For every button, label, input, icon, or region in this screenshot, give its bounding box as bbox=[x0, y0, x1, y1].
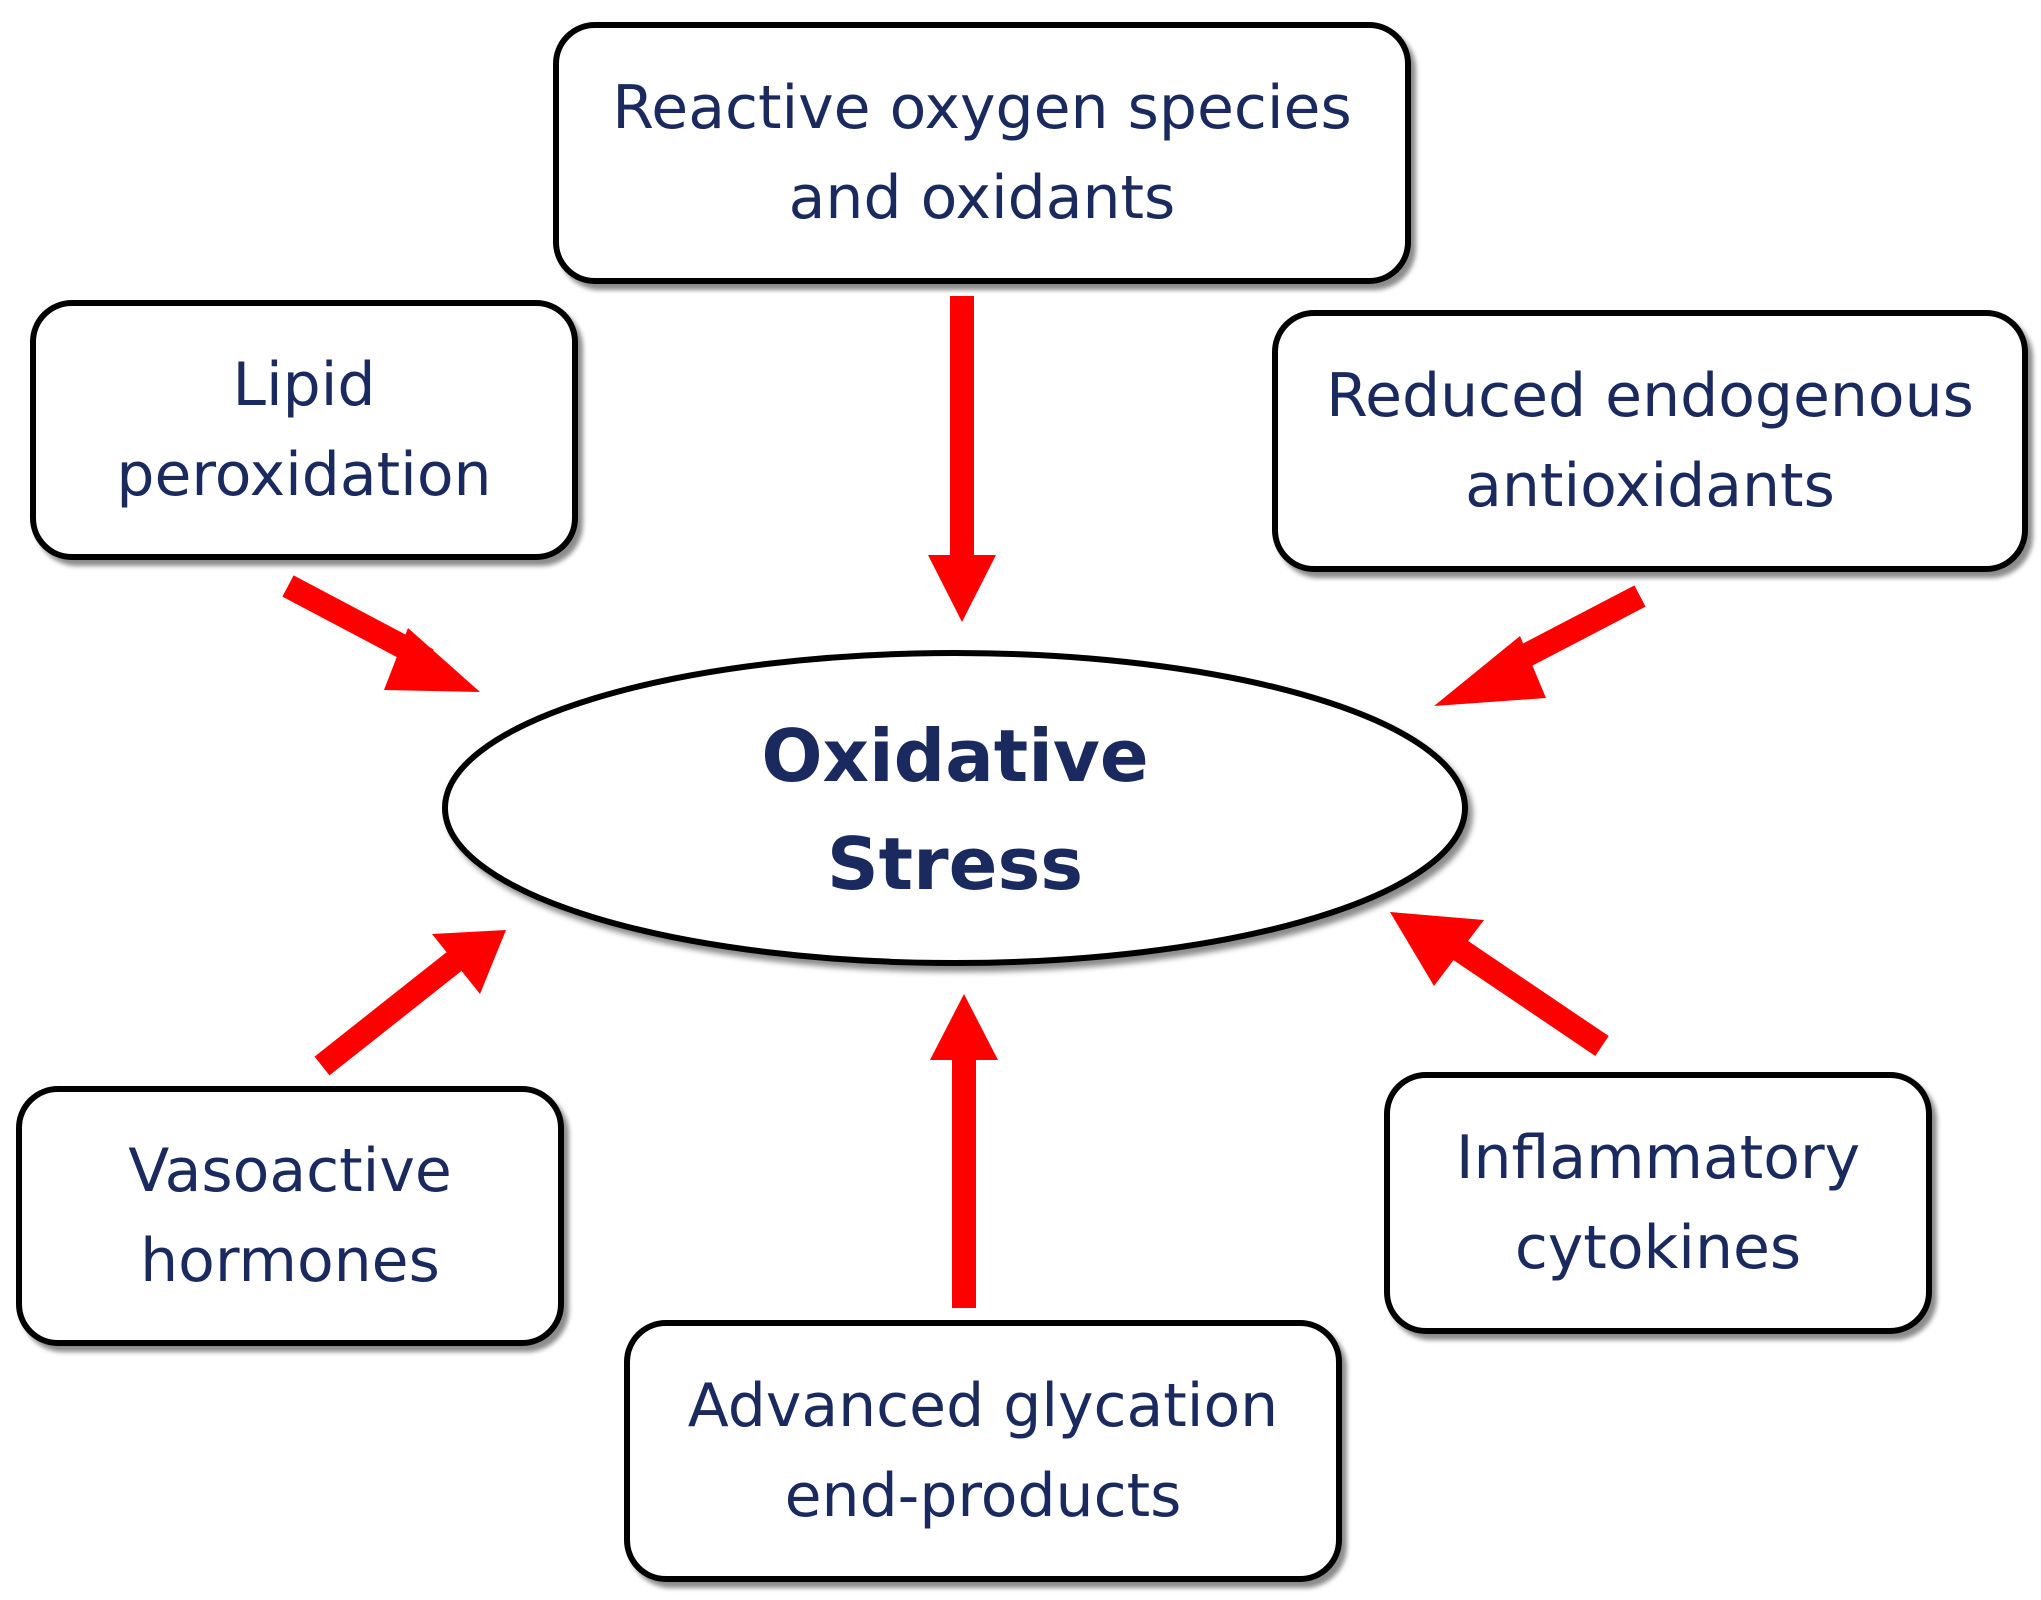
arrow-age-to-center bbox=[930, 994, 998, 1308]
center-label-line2: Stress bbox=[826, 822, 1084, 906]
node-reduced-endogenous-antioxidants: Reduced endogenous antioxidants bbox=[1272, 310, 2028, 572]
node-ros-line2: and oxidants bbox=[788, 163, 1176, 233]
arrow-vasoactive-to-center bbox=[314, 930, 506, 1076]
center-ellipse bbox=[442, 650, 1468, 966]
node-vasoactive-line2: hormones bbox=[140, 1226, 440, 1296]
arrow-antioxidants-to-center bbox=[1434, 585, 1646, 706]
node-antioxidants-line1: Reduced endogenous bbox=[1326, 361, 1974, 431]
center-label-oxidative-stress: Oxidative Stress bbox=[445, 660, 1465, 960]
center-label-line1: Oxidative bbox=[761, 714, 1149, 798]
node-advanced-glycation-end-products: Advanced glycation end-products bbox=[624, 1320, 1342, 1582]
node-inflammatory-cytokines: Inflammatory cytokines bbox=[1384, 1072, 1932, 1334]
arrow-lipid-to-center bbox=[282, 575, 480, 692]
node-ros-line1: Reactive oxygen species bbox=[612, 73, 1352, 143]
node-age-line2: end-products bbox=[784, 1461, 1182, 1531]
node-lipid-line1: Lipid bbox=[232, 350, 376, 420]
node-reactive-oxygen-species: Reactive oxygen species and oxidants bbox=[553, 22, 1411, 284]
node-age-line1: Advanced glycation bbox=[687, 1371, 1279, 1441]
node-vasoactive-hormones: Vasoactive hormones bbox=[16, 1086, 564, 1346]
node-vasoactive-line1: Vasoactive bbox=[128, 1136, 452, 1206]
node-cytokines-line2: cytokines bbox=[1514, 1213, 1802, 1283]
node-cytokines-line1: Inflammatory bbox=[1455, 1123, 1861, 1193]
node-antioxidants-line2: antioxidants bbox=[1465, 451, 1835, 521]
arrow-ros-to-center bbox=[928, 296, 996, 622]
node-lipid-peroxidation: Lipid peroxidation bbox=[30, 300, 578, 560]
node-lipid-line2: peroxidation bbox=[116, 440, 492, 510]
arrow-cytokines-to-center bbox=[1390, 912, 1609, 1056]
